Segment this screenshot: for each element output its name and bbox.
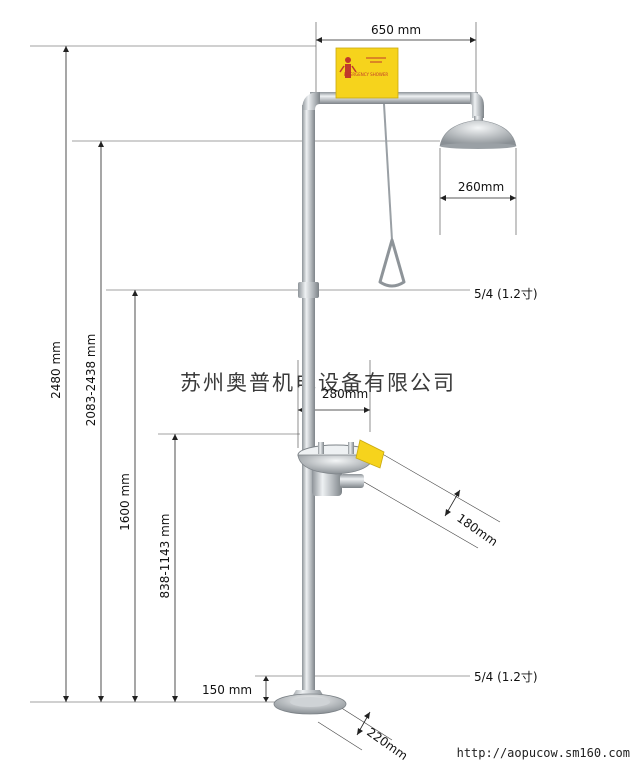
pull-height-label: 1600 mm xyxy=(118,473,132,531)
shower-head xyxy=(439,116,517,149)
pipe-upper-label: 5/4 (1.2寸) xyxy=(474,287,538,301)
total-height-label: 2480 mm xyxy=(49,341,63,399)
dim-pull-height: 1600 mm xyxy=(118,290,138,702)
bowl-depth-label: 180mm xyxy=(454,511,500,549)
dim-base-height: 150 mm xyxy=(202,676,269,702)
floor-base xyxy=(273,676,347,715)
dim-total-height: 2480 mm xyxy=(49,46,69,702)
watermark-text: 苏州奥普机电设备有限公司 xyxy=(180,371,456,395)
pull-rod xyxy=(378,103,406,288)
pipe-lower-label: 5/4 (1.2寸) xyxy=(474,670,538,684)
bowl-height-label: 838-1143 mm xyxy=(158,514,172,599)
footer-url: http://aopucow.sm160.com xyxy=(457,746,630,760)
dim-width-top: 650 mm xyxy=(315,22,477,105)
head-diameter-label: 260mm xyxy=(458,180,504,194)
emergency-sign: EMERGENCY SHOWER xyxy=(335,47,399,99)
width-top-label: 650 mm xyxy=(371,23,421,37)
base-diameter-label: 220mm xyxy=(364,725,410,763)
dim-bowl-width: 280mm xyxy=(297,360,371,448)
dim-head-diameter: 260mm xyxy=(439,148,517,235)
sign-text: EMERGENCY SHOWER xyxy=(344,72,389,77)
head-height-label: 2083-2438 mm xyxy=(84,334,98,427)
bowl-width-label: 280mm xyxy=(322,387,368,401)
base-height-label: 150 mm xyxy=(202,683,252,697)
dim-head-height: 2083-2438 mm xyxy=(84,141,104,702)
eyewash-bowl xyxy=(297,439,385,496)
dim-bowl-height: 838-1143 mm xyxy=(158,434,178,702)
